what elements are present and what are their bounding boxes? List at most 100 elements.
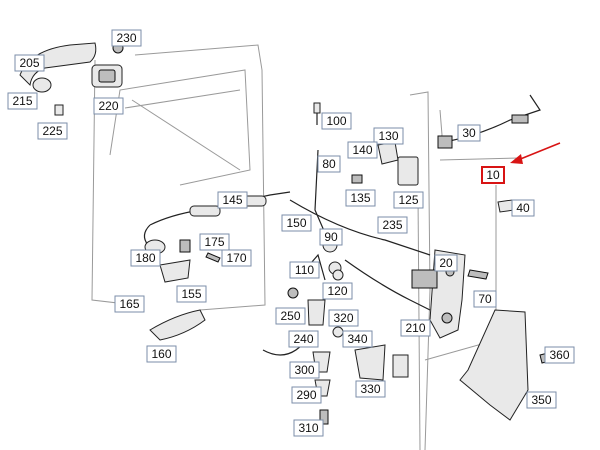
switch-small [392, 354, 409, 378]
callout-box [221, 249, 252, 267]
callout-145: 145 [217, 191, 248, 209]
callout-box [199, 233, 230, 251]
callout-290: 290 [291, 386, 322, 404]
screw-170 [205, 252, 221, 263]
callout-150: 150 [281, 214, 312, 232]
callout-90: 90 [319, 228, 343, 246]
clip-175 [179, 239, 191, 253]
callout-70: 70 [473, 290, 497, 308]
part-310 [319, 409, 329, 425]
callout-text: 120 [327, 284, 347, 298]
callout-text: 20 [439, 256, 453, 270]
callout-340: 340 [342, 330, 373, 348]
callout-360: 360 [544, 346, 575, 364]
callout-120: 120 [322, 282, 353, 300]
callout-160: 160 [146, 345, 177, 363]
callout-box [544, 346, 575, 364]
callout-165: 165 [114, 295, 145, 313]
callout-box [281, 214, 312, 232]
callout-text: 225 [42, 124, 62, 138]
callout-box [293, 419, 324, 437]
callout-text: 180 [135, 251, 155, 265]
callout-230: 230 [111, 29, 142, 47]
exterior-handle [19, 42, 124, 116]
callout-box [111, 29, 142, 47]
callout-320: 320 [328, 309, 359, 327]
callout-text: 140 [352, 143, 372, 157]
highlight-arrow [510, 142, 561, 164]
callout-235: 235 [377, 216, 408, 234]
callout-225: 225 [37, 122, 68, 140]
callout-220: 220 [93, 97, 124, 115]
callout-box [373, 127, 404, 145]
callout-text: 145 [222, 193, 242, 207]
callout-box [93, 97, 124, 115]
callout-text: 320 [333, 311, 353, 325]
callout-box [7, 92, 38, 110]
handle-160 [149, 309, 206, 341]
callout-text: 10 [486, 168, 500, 182]
clip-340 [332, 326, 344, 338]
callout-text: 300 [294, 363, 314, 377]
callout-text: 340 [347, 332, 367, 346]
bezel-155 [159, 259, 191, 283]
callout-box [289, 361, 320, 379]
callout-text: 155 [181, 287, 201, 301]
callout-250: 250 [275, 307, 306, 325]
callout-110: 110 [289, 261, 320, 279]
callout-box [319, 228, 343, 246]
callout-text: 150 [286, 216, 306, 230]
callout-text: 40 [516, 201, 530, 215]
callout-box [217, 191, 248, 209]
callout-310: 310 [293, 419, 324, 437]
callout-box [322, 282, 353, 300]
cable-150 [289, 199, 431, 256]
rod-100-cap [313, 102, 321, 114]
callout-text: 240 [293, 332, 313, 346]
callout-box [317, 155, 341, 173]
callout-text: 290 [296, 388, 316, 402]
callout-180: 180 [130, 249, 161, 267]
callout-box [275, 307, 306, 325]
callout-text: 170 [226, 251, 246, 265]
latch-assembly-20 [411, 249, 466, 339]
callout-text: 310 [298, 421, 318, 435]
callout-30: 30 [457, 124, 481, 142]
callout-box [14, 54, 45, 72]
screw-250 [287, 287, 299, 299]
callout-box [37, 122, 68, 140]
callout-text: 175 [204, 235, 224, 249]
callout-text: 70 [478, 292, 492, 306]
callout-text: 235 [382, 218, 402, 232]
callout-box [342, 330, 373, 348]
callout-box [291, 386, 322, 404]
callout-text: 205 [19, 56, 39, 70]
callout-text: 135 [350, 191, 370, 205]
callout-130: 130 [373, 127, 404, 145]
callout-155: 155 [176, 285, 207, 303]
callout-box [176, 285, 207, 303]
callout-box [347, 141, 378, 159]
callout-box [321, 112, 352, 130]
callout-330: 330 [355, 380, 386, 398]
callout-215: 215 [7, 92, 38, 110]
callout-140: 140 [347, 141, 378, 159]
callout-box [457, 124, 481, 142]
callout-text: 80 [322, 157, 336, 171]
callout-box [289, 261, 320, 279]
callout-240: 240 [288, 330, 319, 348]
callout-box [114, 295, 145, 313]
connector-30 [437, 135, 453, 149]
callout-text: 30 [462, 126, 476, 140]
callout-box [511, 199, 535, 217]
callout-125: 125 [393, 191, 424, 209]
trim-350 [459, 309, 529, 421]
callout-box [345, 189, 376, 207]
callout-text: 220 [98, 99, 118, 113]
callout-box [288, 330, 319, 348]
callout-text: 360 [549, 348, 569, 362]
bracket-330 [354, 344, 386, 381]
